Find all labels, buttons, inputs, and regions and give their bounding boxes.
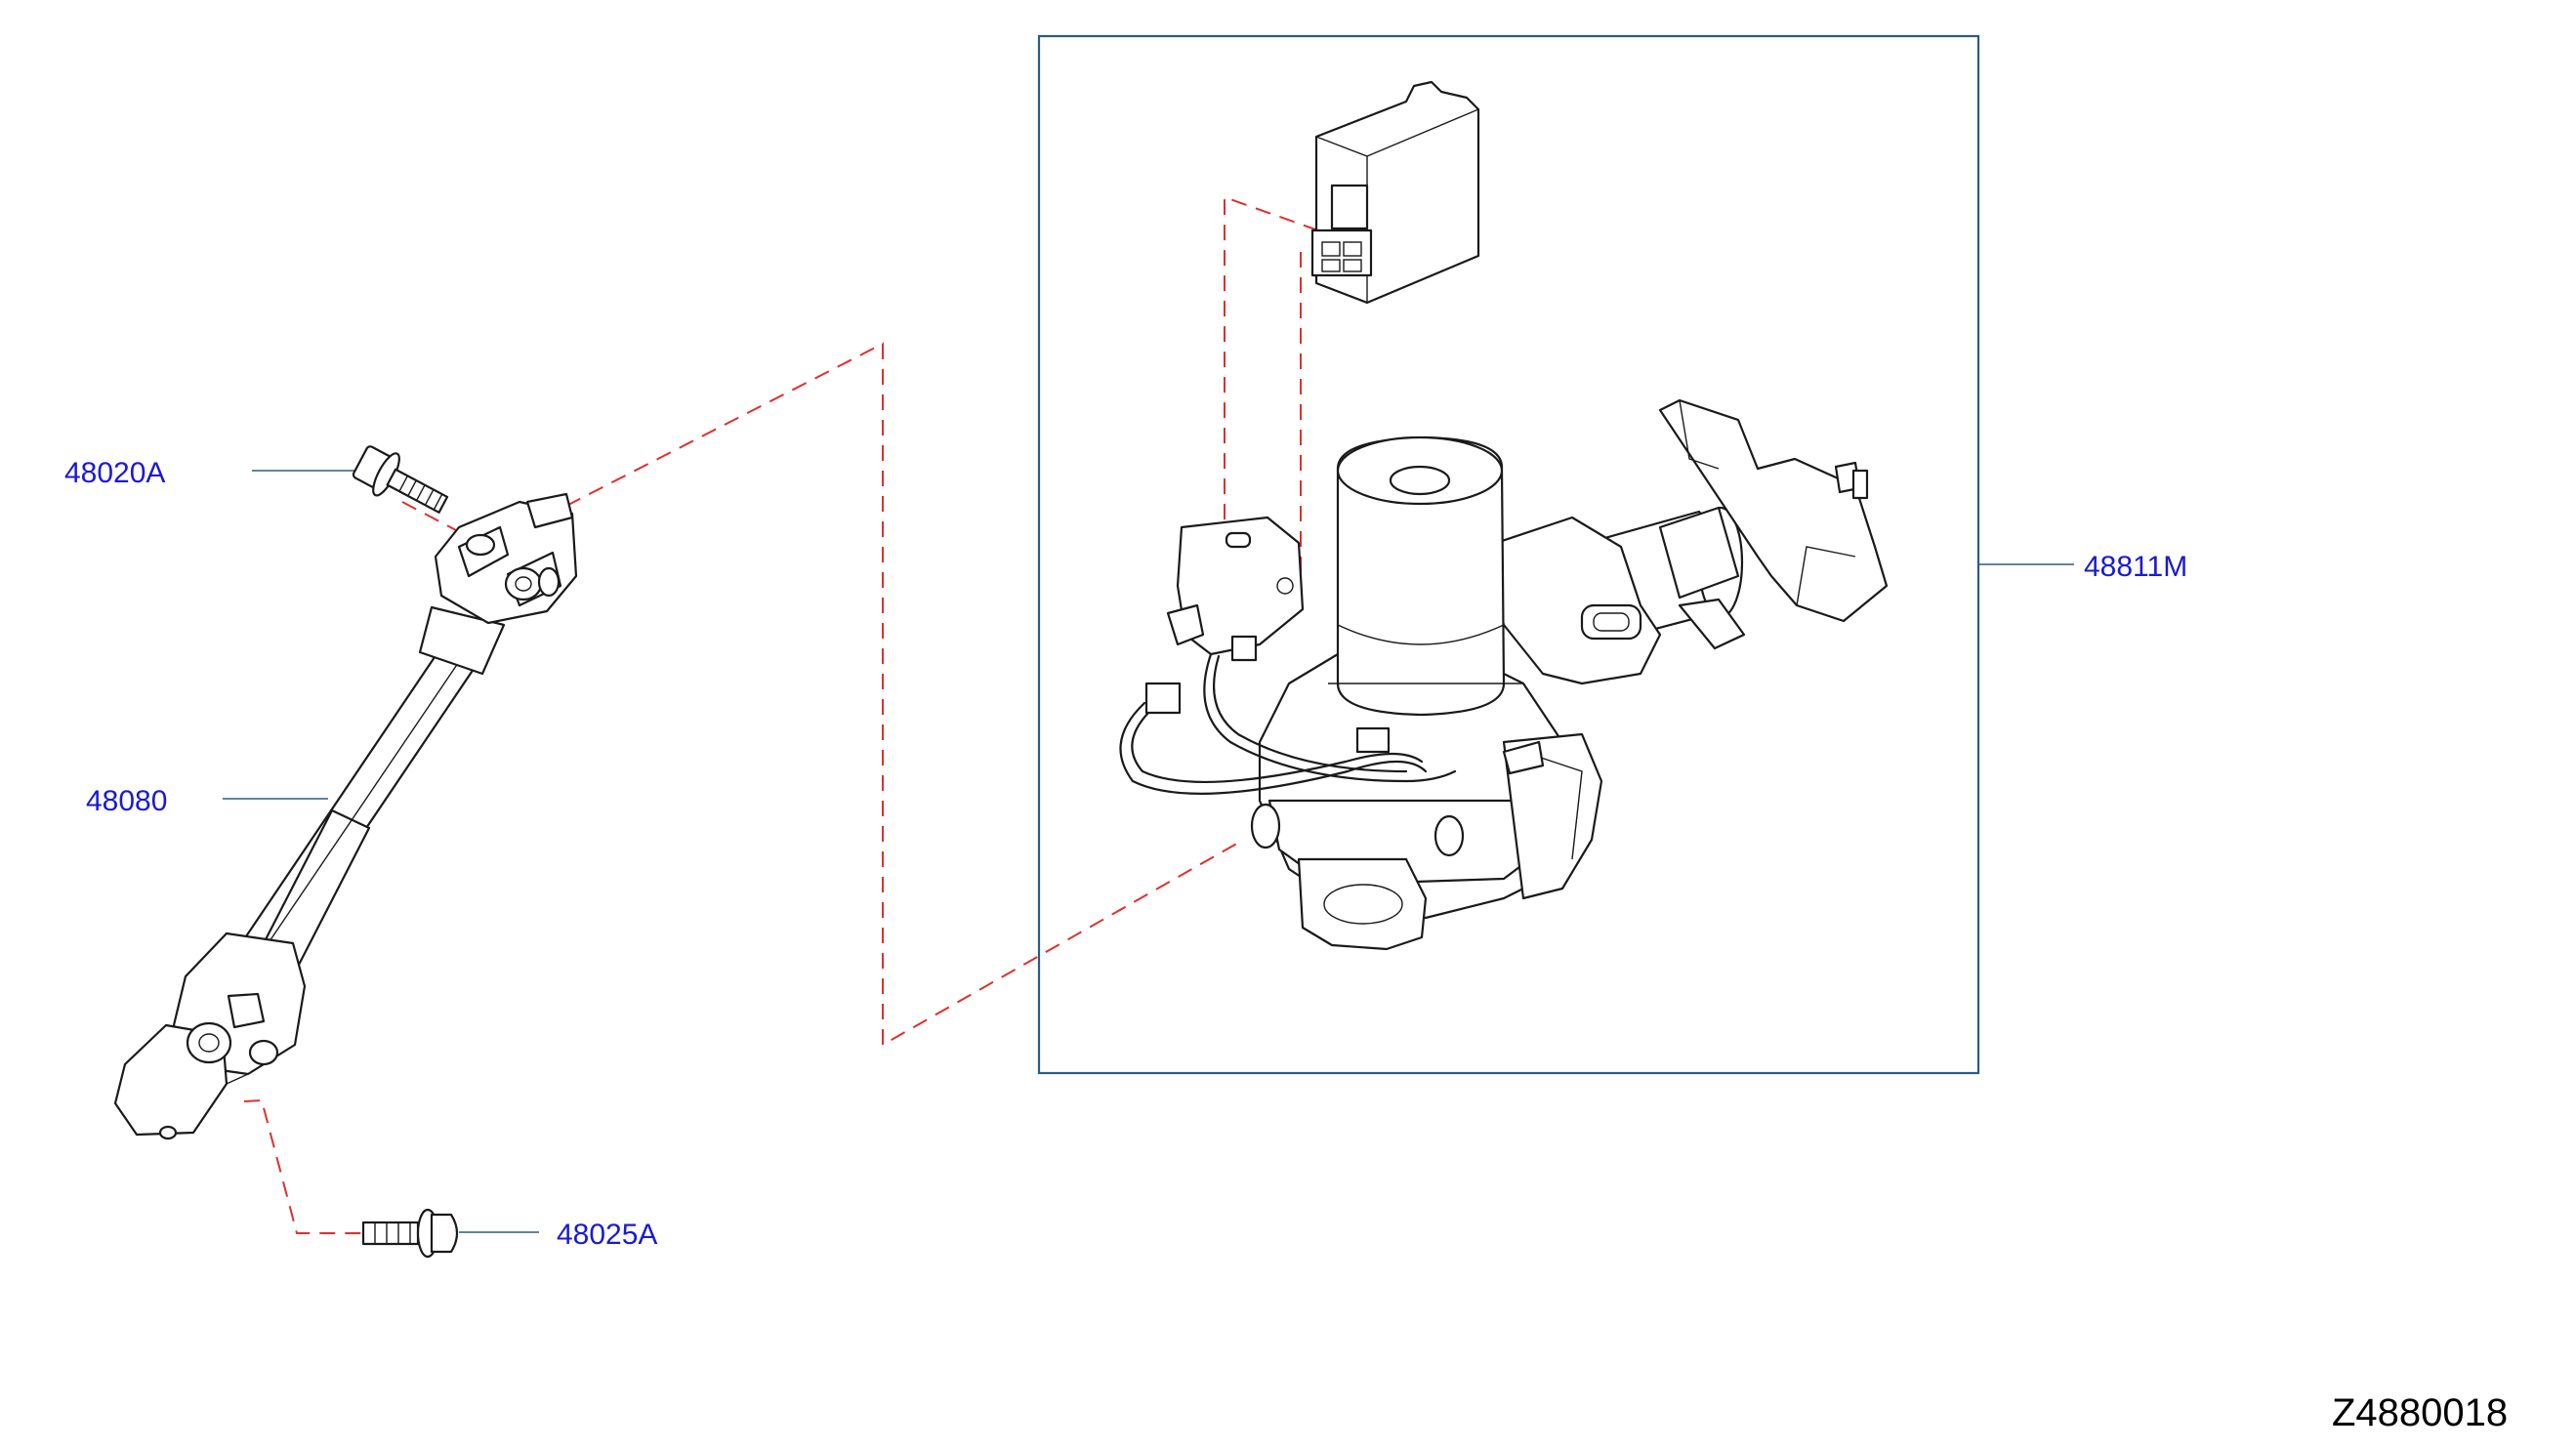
label-48811M: 48811M: [2084, 551, 2187, 583]
leader-lines: [223, 470, 2074, 1233]
label-48020A: 48020A: [64, 457, 165, 489]
bolt-48025A-drawing: [361, 1208, 459, 1259]
part-labels: 48020A 48080 48025A 48811M: [64, 457, 2187, 1251]
dashed-line-bolt-lower: [243, 1098, 361, 1234]
intermediate-shaft-48080-drawing: [113, 492, 578, 1140]
label-48080: 48080: [86, 785, 167, 817]
label-48025A: 48025A: [557, 1219, 657, 1251]
bolt-48020A-drawing: [352, 445, 449, 514]
assembly-frame: [1037, 34, 1980, 1075]
control-unit-drawing: [1310, 80, 1480, 305]
dashed-line-ecu-connector: [1224, 195, 1319, 635]
dashed-line-shaft-to-column: [565, 342, 1241, 1047]
column-assembly-drawing: [1119, 398, 1889, 951]
diagram-code: Z4880018: [2332, 1391, 2508, 1434]
